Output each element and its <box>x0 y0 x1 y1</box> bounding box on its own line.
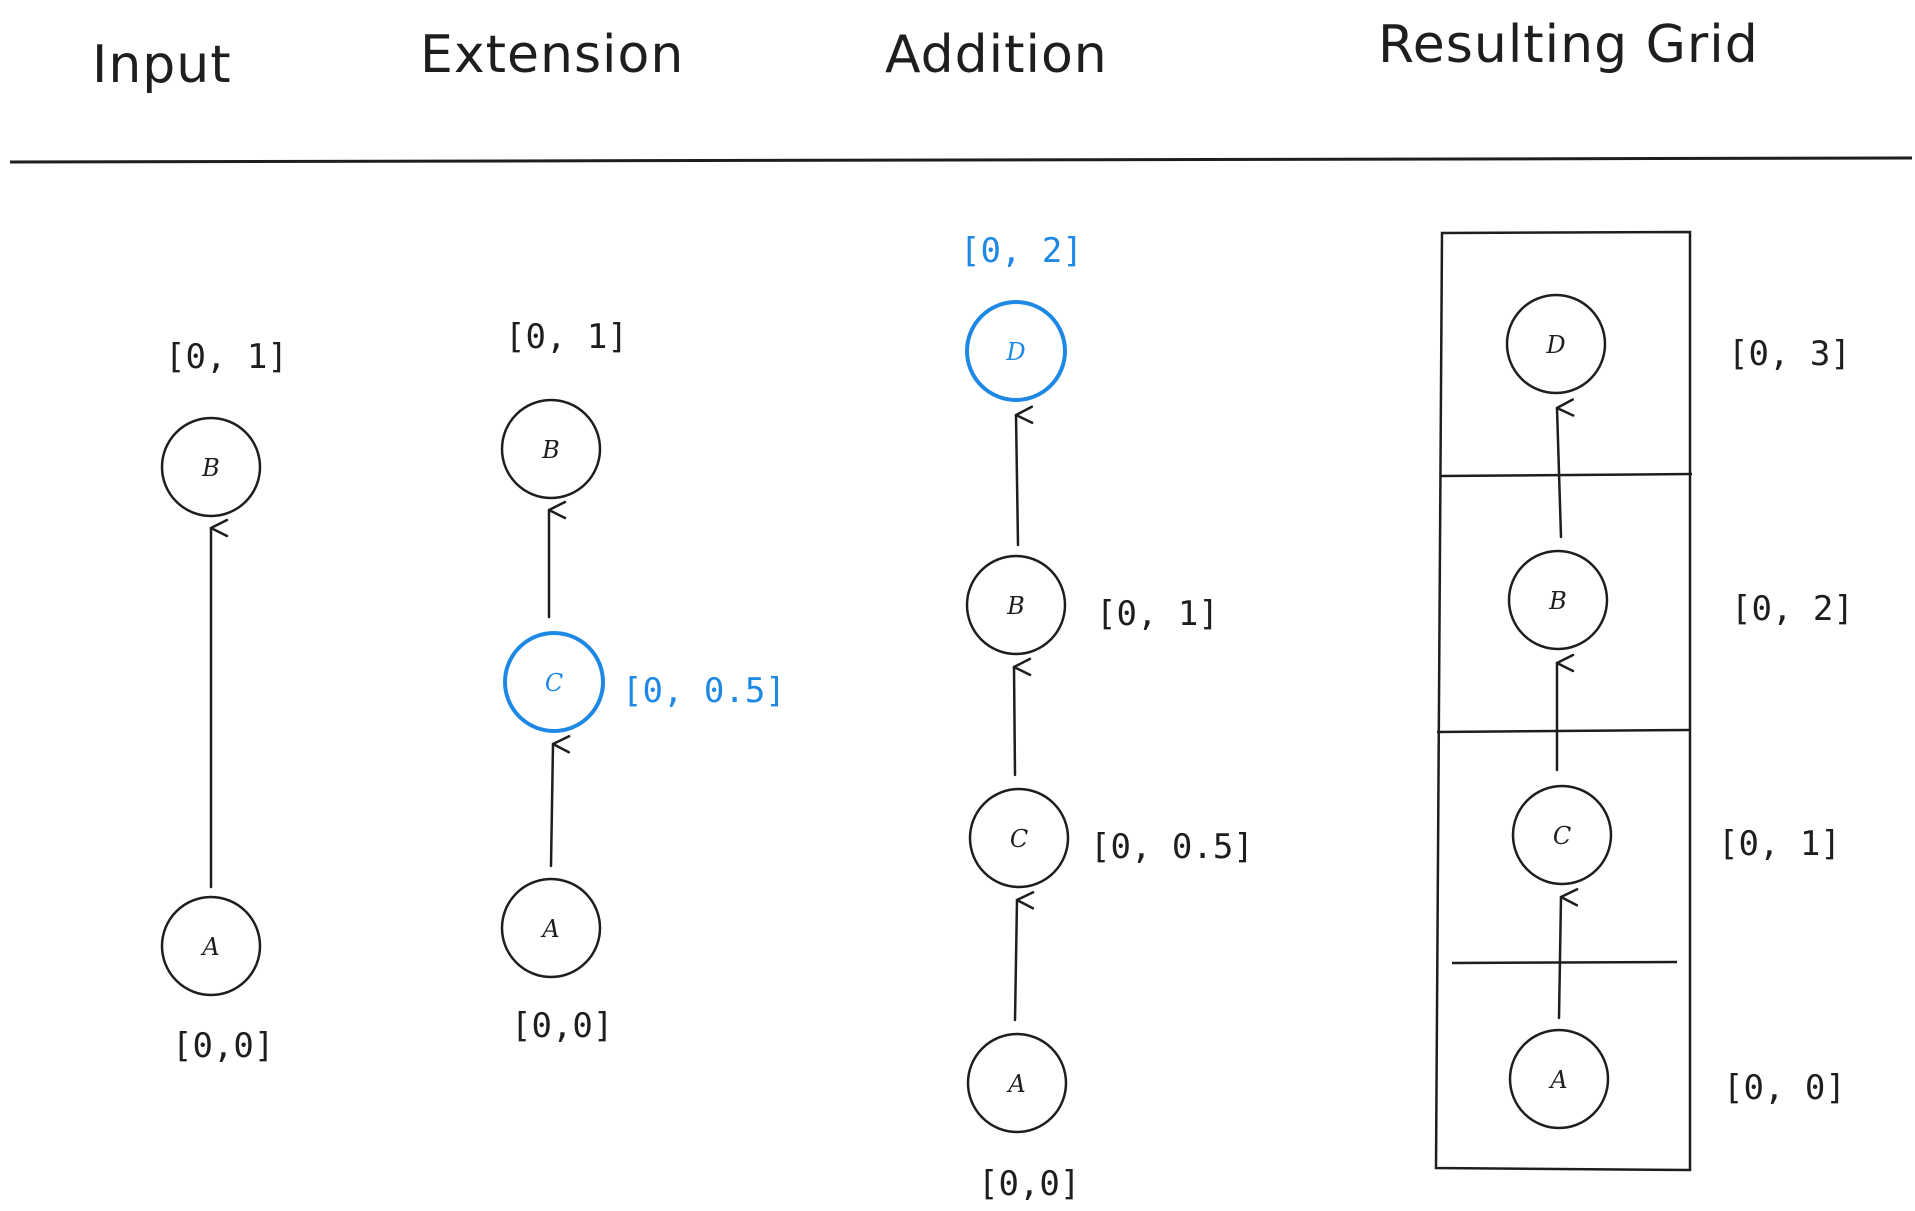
grid-d-coord: [0, 3] <box>1728 334 1851 374</box>
extension-node-c <box>503 631 605 733</box>
grid-node-c-label: C <box>1553 822 1571 850</box>
extension-b-coord: [0, 1] <box>505 317 628 357</box>
addition-node-c-label: C <box>1010 825 1028 853</box>
addition-node-d <box>965 300 1067 402</box>
extension-node-b <box>500 398 602 500</box>
extension-node-c-label: C <box>545 669 563 697</box>
addition-d-coord: [0, 2] <box>960 231 1083 271</box>
heading-resulting-grid: Resulting Grid <box>1378 15 1759 75</box>
input-node-b-label: B <box>201 454 220 482</box>
heading-input: Input <box>92 35 232 95</box>
addition-edge-c-to-b <box>1012 657 1032 777</box>
extension-node-a <box>500 877 602 979</box>
extension-node-a-label: A <box>540 915 559 943</box>
grid-row-divider-1 <box>1439 472 1693 478</box>
extension-column: [0, 1] B C [0, 0.5] A [0,0] <box>500 317 786 1046</box>
addition-node-b <box>965 554 1067 656</box>
input-node-a-label: A <box>200 933 219 961</box>
input-a-coord: [0,0] <box>172 1026 274 1066</box>
grid-node-b-label: B <box>1548 587 1567 615</box>
grid-node-c <box>1511 784 1613 886</box>
addition-b-coord: [0, 1] <box>1096 594 1219 634</box>
heading-extension: Extension <box>420 25 684 85</box>
extension-edge-a-to-c <box>549 735 571 868</box>
input-b-coord: [0, 1] <box>165 337 288 377</box>
input-node-a <box>160 895 262 997</box>
input-node-b <box>160 416 262 518</box>
addition-edge-a-to-c <box>1013 891 1035 1022</box>
extension-node-b-label: B <box>541 436 560 464</box>
heading-addition: Addition <box>885 25 1108 85</box>
header-divider <box>9 156 1913 164</box>
grid-node-a-label: A <box>1548 1066 1567 1094</box>
addition-edge-b-to-d <box>1014 405 1034 547</box>
addition-node-c <box>968 787 1070 889</box>
addition-node-d-label: D <box>1005 338 1025 366</box>
grid-frame <box>1434 230 1692 1172</box>
extension-c-coord: [0, 0.5] <box>622 671 786 711</box>
grid-node-a <box>1508 1028 1610 1130</box>
grid-node-b <box>1507 549 1609 651</box>
grid-row-divider-3 <box>1451 960 1678 965</box>
grid-row-divider-2 <box>1436 728 1691 734</box>
addition-column: [0, 2] D B [0, 1] C [0, 0.5] A [0,0] <box>960 231 1254 1204</box>
grid-b-coord: [0, 2] <box>1731 589 1854 629</box>
addition-node-b-label: B <box>1006 592 1025 620</box>
addition-node-a <box>966 1032 1068 1134</box>
addition-a-coord: [0,0] <box>978 1164 1080 1204</box>
addition-c-coord: [0, 0.5] <box>1090 827 1254 867</box>
grid-edge-a-to-c <box>1557 888 1579 1020</box>
addition-node-a-label: A <box>1006 1070 1025 1098</box>
extension-a-coord: [0,0] <box>511 1006 613 1046</box>
grid-node-d <box>1505 293 1607 395</box>
grid-node-d-label: D <box>1545 331 1565 359</box>
resulting-grid-column: D [0, 3] B [0, 2] C [0, 1] A [0, 0] <box>1434 230 1854 1172</box>
grid-a-coord: [0, 0] <box>1723 1068 1846 1108</box>
input-column: [0, 1] B A [0,0] <box>160 337 288 1066</box>
grid-c-coord: [0, 1] <box>1718 824 1841 864</box>
grid-edge-b-to-d <box>1555 398 1575 539</box>
